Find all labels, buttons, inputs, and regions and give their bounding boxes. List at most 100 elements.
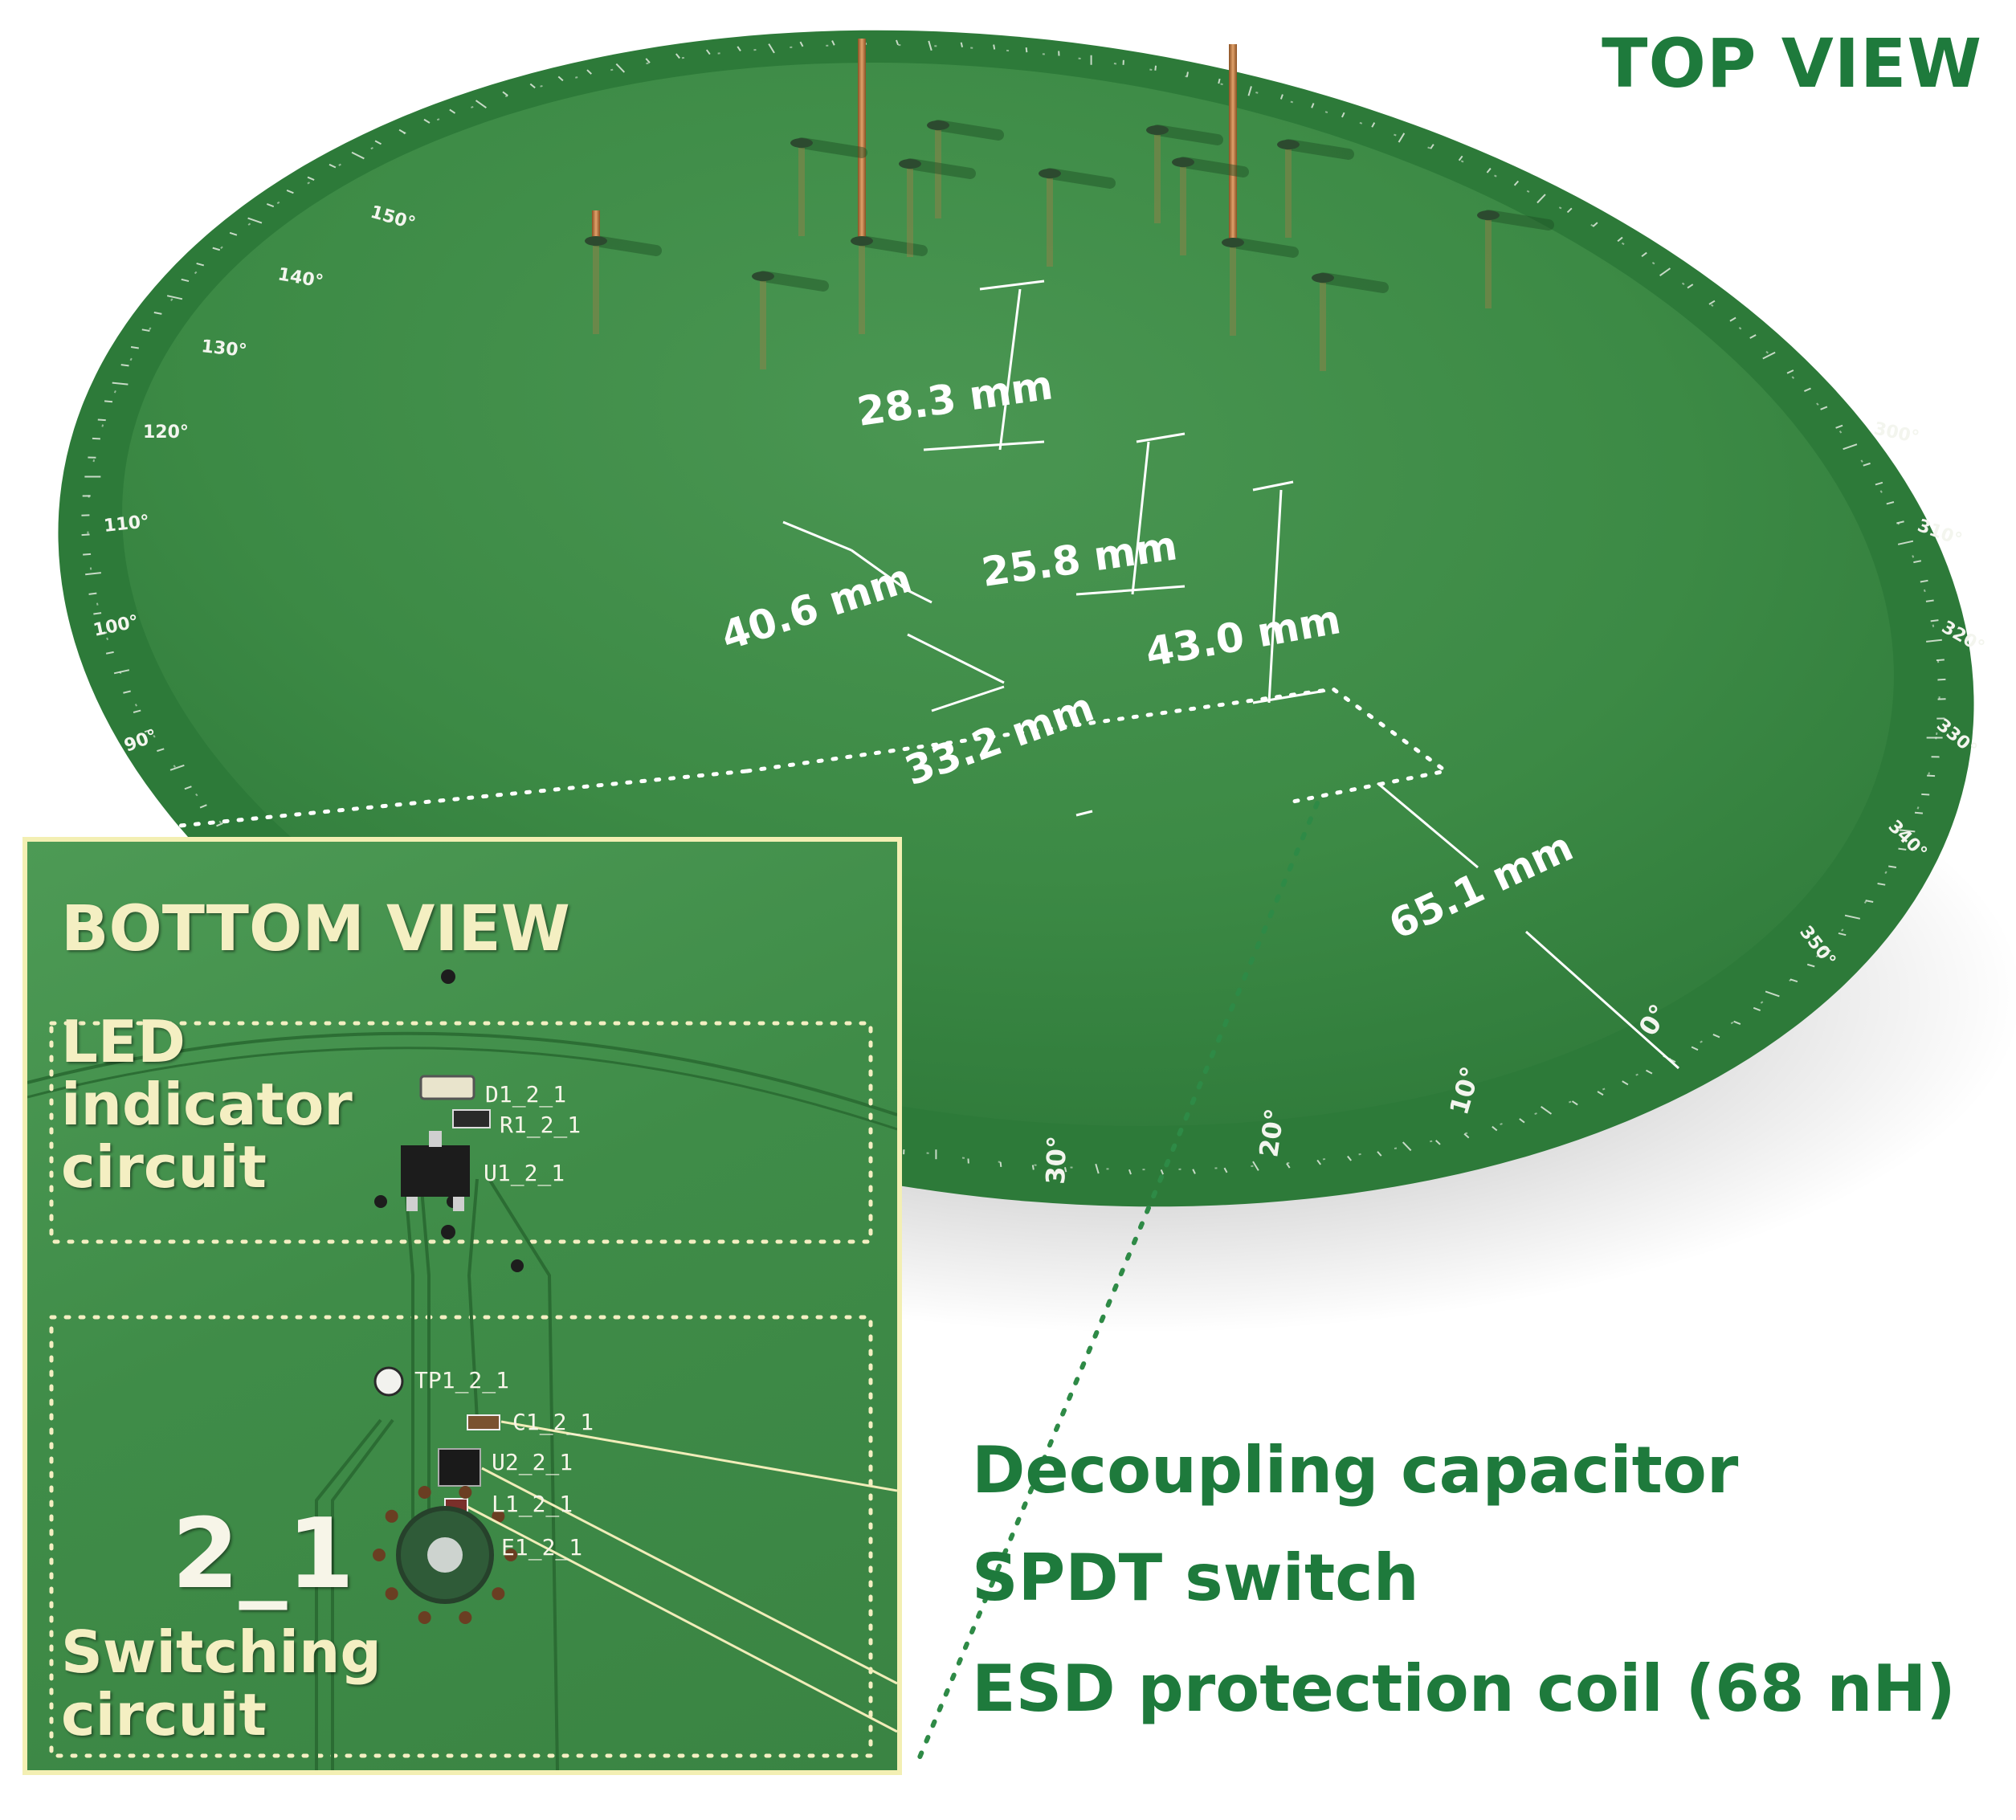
- rim-tick: [1186, 71, 1189, 77]
- callout-leader-dotted: [913, 801, 1320, 1769]
- rim-tick: [1486, 167, 1492, 173]
- refdes-tp1: TP1_2_1: [414, 1367, 510, 1394]
- rim-tick: [1790, 978, 1798, 983]
- refdes-u2: U2_2_1: [492, 1449, 573, 1475]
- board-arc-trace-2: [27, 1047, 897, 1131]
- resistor-r1: [452, 1109, 491, 1128]
- array-outline-dotted: [745, 687, 1451, 806]
- dimension-line: [1252, 480, 1326, 704]
- dimension-line: [907, 633, 1093, 817]
- rim-tick: [1063, 1167, 1067, 1173]
- rim-tick: [1377, 1151, 1382, 1157]
- rim-tick: [105, 651, 114, 655]
- rim-tick: [97, 418, 106, 422]
- connector-pin: [385, 1587, 398, 1601]
- rim-tick: [229, 231, 238, 236]
- rim-tick: [1463, 1132, 1470, 1139]
- rim-tick: [1279, 94, 1283, 100]
- rim-tick: [1733, 1020, 1741, 1025]
- rim-tick: [675, 53, 680, 59]
- angle-label: 20°: [1253, 1107, 1290, 1159]
- rim-tick: [157, 748, 165, 753]
- rim-tick: [1566, 207, 1573, 214]
- rim-tick: [144, 728, 153, 733]
- rod-reflection: [907, 169, 913, 257]
- rim-tick: [112, 382, 129, 386]
- rim-tick: [1025, 47, 1028, 53]
- rim-tick: [1095, 1163, 1100, 1174]
- refdes-l1: L1_2_1: [492, 1491, 573, 1517]
- rod-reflection: [1285, 149, 1292, 238]
- connector-pin: [418, 1610, 431, 1624]
- inset-link-dotted: [78, 769, 749, 838]
- refdes-u1: U1_2_1: [484, 1160, 565, 1186]
- rim-tick: [1708, 300, 1716, 305]
- test-point-tp1: [373, 1366, 404, 1397]
- rim-tick: [557, 75, 564, 82]
- rim-tick: [247, 217, 263, 224]
- rod-reflection: [593, 246, 599, 334]
- spdt-switch-u2: [438, 1448, 481, 1487]
- rim-tick: [1896, 520, 1904, 524]
- rim-tick: [1154, 65, 1157, 71]
- rim-tick: [1430, 144, 1434, 149]
- rim-tick: [216, 822, 223, 827]
- rod-base-pad: [1172, 157, 1194, 167]
- rod-reflection: [760, 281, 766, 369]
- rim-tick: [1223, 1167, 1228, 1173]
- rim-tick: [1311, 103, 1315, 108]
- rim-tick: [1536, 194, 1546, 204]
- rim-tick: [1641, 251, 1647, 258]
- rod-base-pad: [1146, 125, 1169, 135]
- rod-base-pad: [1277, 140, 1300, 149]
- rim-tick: [1218, 78, 1221, 84]
- rim-tick: [199, 804, 207, 809]
- rim-tick: [1398, 133, 1406, 143]
- rim-tick: [1822, 948, 1831, 952]
- rim-tick: [1843, 443, 1858, 451]
- monopole-rod: [1229, 44, 1237, 243]
- dimension-lines: [782, 280, 1680, 1070]
- rim-tick: [166, 295, 183, 300]
- rim-tick: [374, 140, 382, 145]
- rod-reflection: [1320, 283, 1326, 371]
- rim-tick: [1492, 1125, 1498, 1132]
- rim-tick: [1192, 1169, 1196, 1174]
- transistor-u1: [401, 1145, 470, 1197]
- rim-tick: [1592, 222, 1598, 227]
- refdes-c1: C1_2_1: [512, 1409, 594, 1435]
- rim-tick: [1617, 236, 1623, 243]
- board-arc-trace: [27, 1031, 897, 1116]
- rim-tick: [529, 83, 536, 89]
- monopole-antennas: [585, 39, 1554, 371]
- rim-tick: [1513, 180, 1520, 186]
- rim-tick: [768, 43, 775, 54]
- rim-tick: [645, 58, 651, 63]
- rim-tick: [449, 108, 456, 114]
- rim-tick: [85, 572, 101, 576]
- rod-base-pad: [790, 138, 813, 148]
- refdes-r1: R1_2_1: [500, 1112, 582, 1138]
- rim-tick: [1914, 811, 1924, 814]
- rim-tick: [1762, 351, 1776, 360]
- rim-tick: [1786, 369, 1794, 374]
- rim-tick: [1865, 900, 1874, 903]
- rod-base-pad: [899, 159, 921, 169]
- bottom-view-board: [27, 969, 897, 1770]
- rim-tick: [212, 247, 221, 251]
- rim-tick: [1838, 932, 1847, 937]
- led-circuit-frame: [49, 1021, 873, 1244]
- rim-tick: [1936, 659, 1945, 662]
- angle-label: 120°: [143, 422, 189, 443]
- rim-tick: [1877, 883, 1886, 886]
- rim-tick: [1659, 267, 1671, 277]
- leader-spdt: [481, 1467, 897, 1685]
- rim-tick: [1458, 155, 1463, 161]
- rod-base-pad: [1477, 210, 1500, 220]
- bottom-view-inset: BOTTOM VIEW LED indicator circuit Switch…: [22, 837, 902, 1775]
- rim-tick: [141, 328, 150, 332]
- rod-reflection: [1180, 167, 1186, 255]
- rim-tick: [1347, 1155, 1352, 1161]
- led-d1: [419, 1075, 475, 1100]
- rim-tick: [133, 709, 141, 713]
